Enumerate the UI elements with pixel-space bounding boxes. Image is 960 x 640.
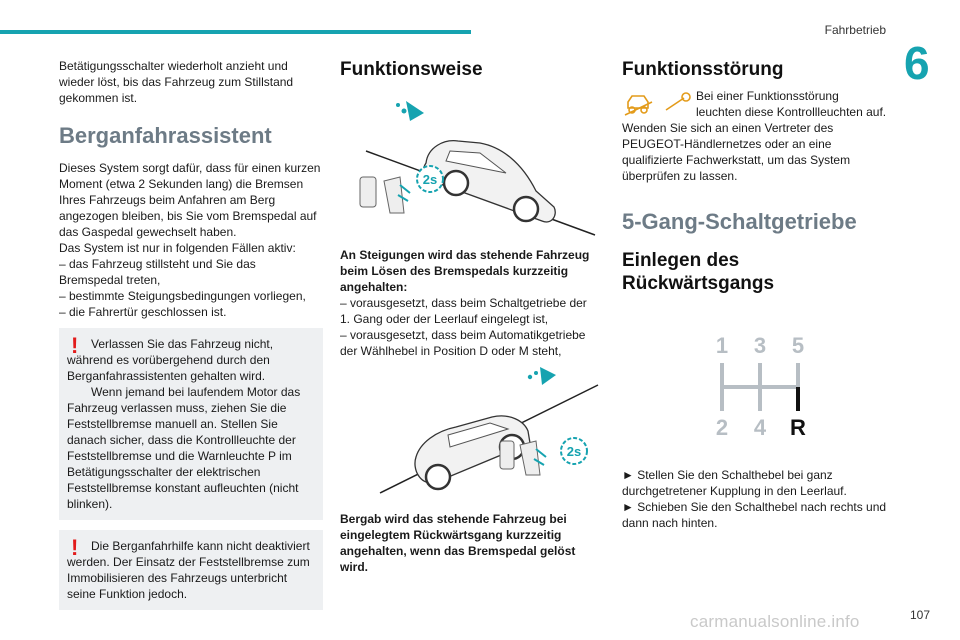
condition-item: – bestimmte Steigungsbedingungen vorlieg… xyxy=(59,289,306,303)
gear-label: 3 xyxy=(754,333,766,358)
section-heading-rueckwaertsgang: Einlegen des Rückwärtsgangs xyxy=(622,250,775,294)
section-heading-berganfahrassistent: Berganfahrassistent xyxy=(59,123,272,148)
uphill-illustration: 2s xyxy=(359,101,596,236)
header-accent-bar xyxy=(0,30,471,34)
fault-text: Bei einer Funktionsstörung leuchten dies… xyxy=(696,89,887,119)
chapter-title: Fahrbetrieb xyxy=(824,23,886,37)
column-right: Funktionsstörung Bei einer Funktionsstör… xyxy=(622,58,887,531)
fault-text-2: Wenden Sie sich an einen Vertreter des P… xyxy=(622,121,851,183)
page-number: 107 xyxy=(909,608,930,622)
gear-label: 4 xyxy=(754,415,767,440)
service-wrench-icon xyxy=(665,92,691,111)
instruction-step: ► Stellen Sie den Schalthebel bei ganz d… xyxy=(622,468,847,498)
caption-uphill: An Steigungen wird das stehende Fahrzeug… xyxy=(340,247,600,359)
instruction-steps: ► Stellen Sie den Schalthebel bei ganz d… xyxy=(622,467,887,531)
delay-badge: 2s xyxy=(423,172,437,187)
gear-label: 2 xyxy=(716,415,728,440)
gear-label: 5 xyxy=(792,333,804,358)
fault-block: Bei einer Funktionsstörung leuchten dies… xyxy=(622,88,887,184)
downhill-illustration: 2s xyxy=(379,367,599,494)
caption-item: – vorausgesetzt, dass beim Automatikgetr… xyxy=(340,328,586,358)
warning-text: Die Berganfahrhilfe kann nicht deaktivie… xyxy=(67,539,310,601)
column-left: Betätigungsschalter wiederholt anzieht u… xyxy=(59,58,323,610)
warning-lamp-icons xyxy=(624,92,691,116)
section-heading-funktionsstoerung: Funktionsstörung xyxy=(622,59,784,80)
gear-shift-pattern-diagram: 1 3 5 2 4 R xyxy=(716,333,806,440)
section-heading-5-gang: 5-Gang-Schaltgetriebe xyxy=(622,209,857,234)
caption-bold: An Steigungen wird das stehende Fahrzeug… xyxy=(340,248,590,294)
warning-box: ! Verlassen Sie das Fahrzeug nicht, währ… xyxy=(59,328,323,520)
gear-label-reverse: R xyxy=(790,415,806,440)
condition-item: – das Fahrzeug stillsteht und Sie das Br… xyxy=(59,257,256,287)
condition-item: – die Fahrertür geschlossen ist. xyxy=(59,305,227,319)
gear-label: 1 xyxy=(716,333,728,358)
description-text: Dieses System sorgt dafür, dass für eine… xyxy=(59,161,321,239)
warning-text: Wenn jemand bei laufendem Motor das Fahr… xyxy=(67,385,301,511)
warning-exclamation-icon: ! xyxy=(71,535,79,560)
column-middle: Funktionsweise 2s An Steigungen wird das… xyxy=(340,58,600,575)
description-block: Dieses System sorgt dafür, dass für eine… xyxy=(59,160,323,320)
intro-paragraph: Betätigungsschalter wiederholt anzieht u… xyxy=(59,59,294,105)
caption-bold: Bergab wird das stehende Fahrzeug bei ei… xyxy=(340,512,576,574)
delay-badge: 2s xyxy=(567,444,581,459)
section-heading-funktionsweise: Funktionsweise xyxy=(340,59,483,80)
hill-assist-warning-icon xyxy=(624,95,653,116)
condition-intro: Das System ist nur in folgenden Fällen a… xyxy=(59,241,296,255)
caption-downhill: Bergab wird das stehende Fahrzeug bei ei… xyxy=(340,511,600,575)
warning-box: ! Die Berganfahrhilfe kann nicht deaktiv… xyxy=(59,530,323,610)
chapter-number: 6 xyxy=(904,37,930,89)
instruction-step: ► Schieben Sie den Schalthebel nach rech… xyxy=(622,500,887,530)
warning-text: Verlassen Sie das Fahrzeug nicht, währen… xyxy=(67,337,274,383)
watermark: carmanualsonline.info xyxy=(690,612,860,631)
caption-item: – vorausgesetzt, dass beim Schaltgetrieb… xyxy=(340,296,587,326)
warning-exclamation-icon: ! xyxy=(71,333,79,358)
